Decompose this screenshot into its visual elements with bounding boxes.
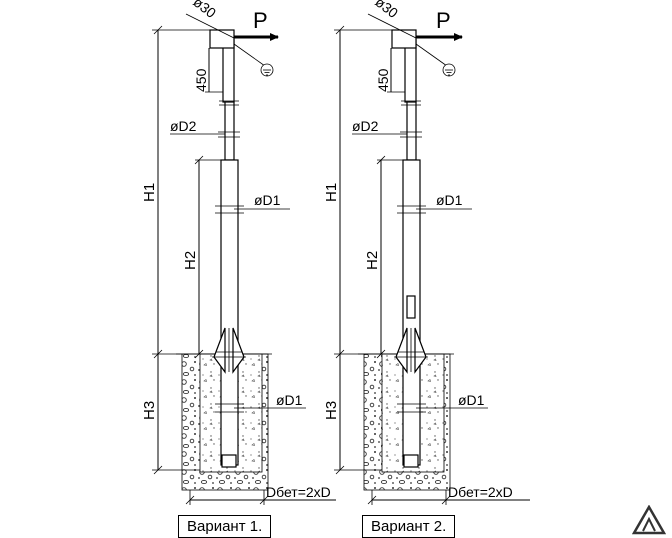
h3-label: H3 <box>323 401 340 420</box>
dbet-label: Dбет=2xD <box>266 484 331 500</box>
ground-symbol-icon <box>415 43 456 77</box>
h1-label: H1 <box>141 183 158 202</box>
dbet-label: Dбет=2xD <box>448 484 513 500</box>
d1-lower-label: øD1 <box>276 392 303 408</box>
d2-label: øD2 <box>352 118 379 134</box>
pole-top-section <box>222 39 235 103</box>
len-450-label: 450 <box>193 68 209 92</box>
h3-label: H3 <box>141 401 158 420</box>
service-hatch <box>406 295 416 319</box>
pole-cap <box>209 29 235 49</box>
force-label: P <box>253 8 268 33</box>
variant-1-drawing: ø30 P 450 øD2 øD1 H1 H2 H3 øD1 Dбет=2xD <box>141 0 336 505</box>
base-ribs <box>212 327 246 374</box>
variant-2-caption: Вариант 2. <box>362 515 456 538</box>
base-ribs <box>394 327 428 374</box>
company-logo-icon <box>632 505 666 535</box>
dimension-lines <box>152 25 336 505</box>
variant-2-drawing: ø30 P 450 øD2 øD1 H1 H2 H3 øD1 Dбет=2xD <box>323 0 530 505</box>
variant-1-caption: Вариант 1. <box>178 515 272 538</box>
pole-bottom <box>221 454 237 468</box>
pole-top-section <box>404 39 417 103</box>
d1-upper-label: øD1 <box>254 192 281 208</box>
len-450-label: 450 <box>375 68 391 92</box>
pole-cap <box>391 29 417 49</box>
ground-symbol-icon <box>233 43 274 77</box>
h2-label: H2 <box>364 251 381 270</box>
h2-label: H2 <box>182 251 199 270</box>
d1-lower-label: øD1 <box>458 392 485 408</box>
pole-upper <box>224 101 235 161</box>
dimension-lines <box>334 25 530 505</box>
pole-bottom <box>403 454 419 468</box>
h1-label: H1 <box>323 183 340 202</box>
d1-upper-label: øD1 <box>436 192 463 208</box>
force-label: P <box>436 8 451 33</box>
pole-upper <box>406 101 417 161</box>
d2-label: øD2 <box>170 118 197 134</box>
